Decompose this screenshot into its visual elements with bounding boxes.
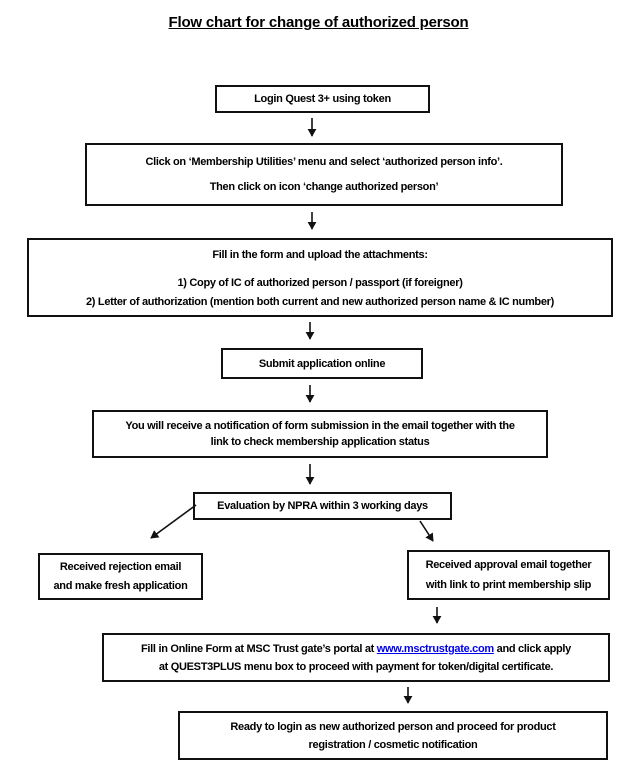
- node-notification-email: You will receive a notification of form …: [92, 410, 548, 458]
- node-notification-line-1: You will receive a notification of form …: [125, 420, 515, 432]
- node-form-item-1: 1) Copy of IC of authorized person / pas…: [177, 277, 463, 289]
- node-form-item-2: 2) Letter of authorization (mention both…: [85, 296, 555, 308]
- node-login-quest: Login Quest 3+ using token: [215, 85, 430, 113]
- node-msc-line-1-after: and click apply: [493, 642, 572, 655]
- node-ready-login: Ready to login as new authorized person …: [178, 711, 608, 760]
- node-ready-line-2: registration / cosmetic notification: [308, 738, 478, 751]
- node-approval-email: Received approval email together with li…: [407, 550, 610, 600]
- node-submit-text: Submit application online: [258, 357, 386, 370]
- node-rejection-line-1: Received rejection email: [59, 560, 182, 573]
- node-rejection-line-2: and make fresh application: [53, 579, 188, 592]
- node-approval-line-2: with link to print membership slip: [425, 579, 592, 591]
- node-membership-line-2: Then click on icon ‘change authorized pe…: [209, 181, 439, 193]
- node-notification-line-2: link to check membership application sta…: [210, 436, 430, 448]
- msctrustgate-link[interactable]: www.msctrustgate.com: [376, 642, 494, 655]
- node-fill-form-attachments: Fill in the form and upload the attachme…: [27, 238, 613, 317]
- node-membership-line-1: Click on ‘Membership Utilities’ menu and…: [145, 156, 503, 168]
- arrow-evaluation-to-rejection: [150, 504, 197, 539]
- node-msc-line-2: at QUEST3PLUS menu box to proceed with p…: [158, 660, 554, 673]
- node-evaluation-text: Evaluation by NPRA within 3 working days: [217, 500, 428, 512]
- node-npra-evaluation: Evaluation by NPRA within 3 working days: [193, 492, 452, 520]
- arrow-evaluation-to-approval: [419, 520, 434, 542]
- node-form-heading: Fill in the form and upload the attachme…: [212, 249, 428, 261]
- node-membership-utilities: Click on ‘Membership Utilities’ menu and…: [85, 143, 563, 206]
- node-rejection-email: Received rejection email and make fresh …: [38, 553, 203, 600]
- node-approval-line-1: Received approval email together: [425, 559, 592, 571]
- node-msctrustgate-payment: Fill in Online Form at MSC Trust gate’s …: [102, 633, 610, 682]
- node-login-text: Login Quest 3+ using token: [254, 93, 391, 105]
- node-msc-line-1-before: Fill in Online Form at MSC Trust gate’s …: [141, 642, 377, 655]
- node-ready-line-1: Ready to login as new authorized person …: [230, 720, 556, 733]
- node-submit-application: Submit application online: [221, 348, 423, 379]
- page-title: Flow chart for change of authorized pers…: [168, 14, 469, 31]
- node-msc-line-1: Fill in Online Form at MSC Trust gate’s …: [141, 640, 571, 658]
